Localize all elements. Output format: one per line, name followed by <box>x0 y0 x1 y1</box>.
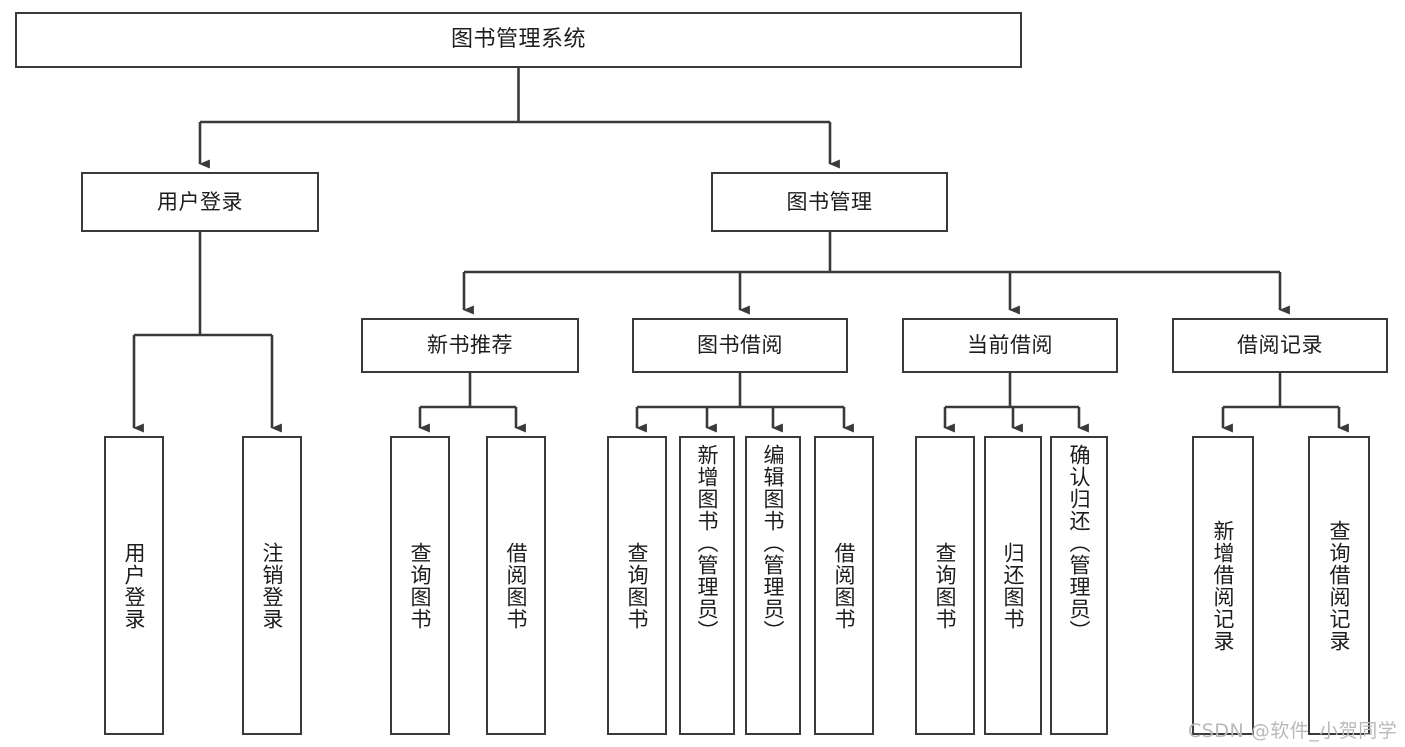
leaf-user-login[interactable]: 用户登录 <box>104 436 164 735</box>
node-new-book-recommend[interactable]: 新书推荐 <box>361 318 579 373</box>
leaf-add-book-admin-label: 新增图书（管理员） <box>695 444 720 642</box>
leaf-borrow-book-1-label: 借阅图书 <box>504 541 529 630</box>
leaf-confirm-return-admin-label: 确认归还（管理员） <box>1067 444 1092 642</box>
node-current-borrow-label: 当前借阅 <box>967 333 1053 358</box>
watermark-text: CSDN @软件_小贺同学 <box>1188 720 1398 742</box>
leaf-add-borrow-record[interactable]: 新增借阅记录 <box>1192 436 1254 735</box>
leaf-query-borrow-record[interactable]: 查询借阅记录 <box>1308 436 1370 735</box>
node-user-login[interactable]: 用户登录 <box>81 172 319 232</box>
node-root[interactable]: 图书管理系统 <box>15 12 1022 68</box>
leaf-edit-book-admin[interactable]: 编辑图书（管理员） <box>745 436 801 735</box>
leaf-query-book-2[interactable]: 查询图书 <box>607 436 667 735</box>
node-book-borrow-label: 图书借阅 <box>697 333 783 358</box>
leaf-borrow-book-1[interactable]: 借阅图书 <box>486 436 546 735</box>
node-book-management-label: 图书管理 <box>786 189 873 214</box>
node-book-borrow[interactable]: 图书借阅 <box>632 318 848 373</box>
node-root-label: 图书管理系统 <box>450 27 586 53</box>
leaf-query-book-1[interactable]: 查询图书 <box>390 436 450 735</box>
leaf-add-borrow-record-label: 新增借阅记录 <box>1211 519 1236 652</box>
node-borrow-records-label: 借阅记录 <box>1237 333 1323 358</box>
node-current-borrow[interactable]: 当前借阅 <box>902 318 1118 373</box>
node-new-book-recommend-label: 新书推荐 <box>427 333 513 358</box>
leaf-borrow-book-2-label: 借阅图书 <box>832 541 857 630</box>
node-book-management[interactable]: 图书管理 <box>711 172 948 232</box>
node-borrow-records[interactable]: 借阅记录 <box>1172 318 1388 373</box>
leaf-borrow-book-2[interactable]: 借阅图书 <box>814 436 874 735</box>
node-user-login-label: 用户登录 <box>157 189 243 214</box>
leaf-query-book-2-label: 查询图书 <box>625 541 650 630</box>
leaf-return-book-label: 归还图书 <box>1001 541 1026 630</box>
leaf-query-borrow-record-label: 查询借阅记录 <box>1327 519 1352 652</box>
leaf-query-book-3[interactable]: 查询图书 <box>915 436 975 735</box>
leaf-user-login-label: 用户登录 <box>122 541 147 630</box>
leaf-logout-label: 注销登录 <box>260 541 285 630</box>
leaf-return-book[interactable]: 归还图书 <box>984 436 1042 735</box>
leaf-logout[interactable]: 注销登录 <box>242 436 302 735</box>
leaf-edit-book-admin-label: 编辑图书（管理员） <box>761 444 786 642</box>
leaf-query-book-1-label: 查询图书 <box>408 541 433 630</box>
leaf-query-book-3-label: 查询图书 <box>933 541 958 630</box>
leaf-confirm-return-admin[interactable]: 确认归还（管理员） <box>1050 436 1108 735</box>
leaf-add-book-admin[interactable]: 新增图书（管理员） <box>679 436 735 735</box>
